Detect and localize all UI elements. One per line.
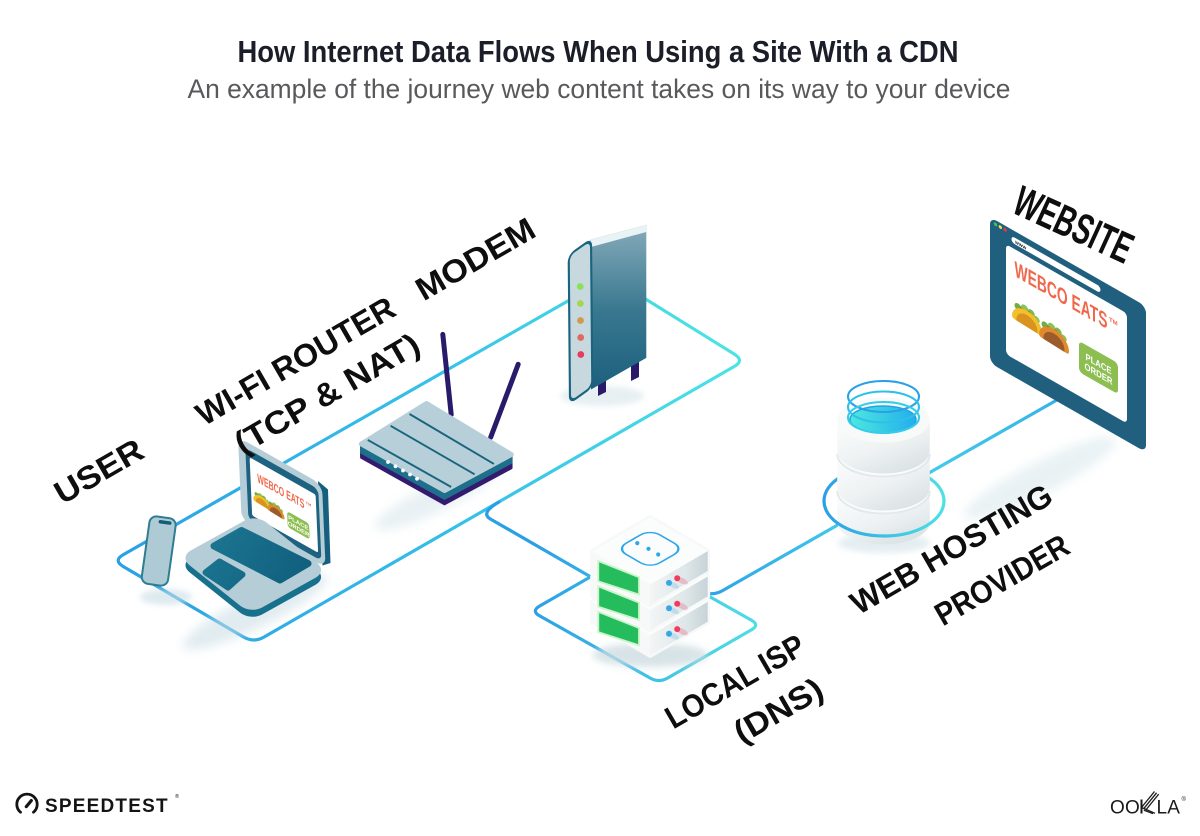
svg-text:OO: OO: [1110, 798, 1140, 819]
svg-text:TM: TM: [306, 500, 312, 508]
svg-text:®: ®: [1182, 796, 1187, 803]
svg-text:USER: USER: [48, 431, 150, 511]
svg-text:TM: TM: [1109, 316, 1118, 327]
svg-text:®: ®: [175, 793, 179, 800]
svg-text:An example of the journey web: An example of the journey web content ta…: [188, 74, 1011, 104]
svg-text:How Internet Data Flows When U: How Internet Data Flows When Using a Sit…: [238, 34, 959, 69]
svg-text:LA: LA: [1157, 798, 1181, 819]
svg-text:WWW: WWW: [1015, 240, 1027, 252]
svg-text:MODEM: MODEM: [409, 210, 541, 307]
svg-text:SPEEDTEST: SPEEDTEST: [45, 796, 169, 817]
